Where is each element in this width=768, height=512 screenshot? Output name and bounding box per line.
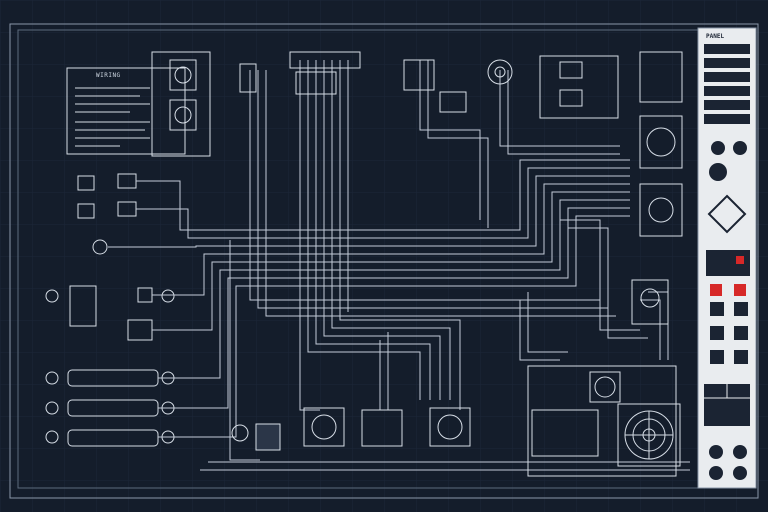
outer-frame: [9, 23, 759, 499]
legend-block: [66, 51, 211, 157]
control-panel-title: PANEL: [706, 33, 725, 40]
wire-harness: [108, 60, 690, 471]
right-modules: [631, 51, 683, 325]
top-components: [239, 51, 619, 119]
bottom-components: [231, 365, 681, 477]
legend-title: WIRING: [96, 72, 121, 79]
control-panel: [697, 27, 757, 489]
